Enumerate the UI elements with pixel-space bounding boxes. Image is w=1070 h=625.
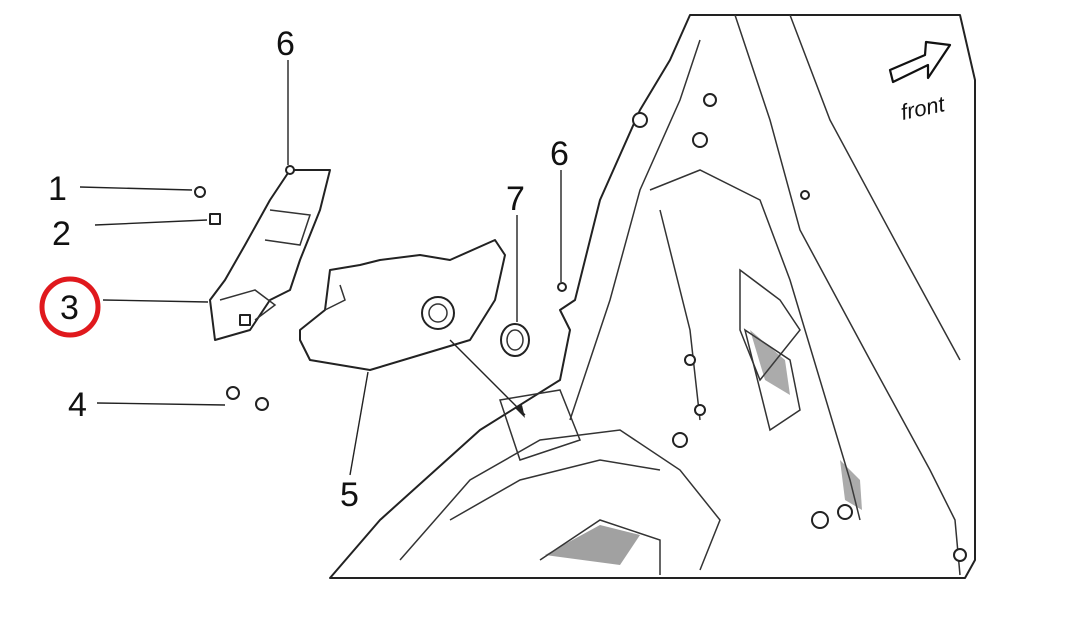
callout-3: 3	[60, 289, 79, 327]
part-5-panel	[299, 239, 506, 371]
part-3-bracket	[209, 169, 331, 341]
part-7-grommet	[500, 323, 530, 357]
vehicle-frame	[329, 14, 976, 579]
callout-6b: 6	[550, 135, 569, 173]
callout-6a: 6	[276, 25, 295, 63]
leader-lines	[79, 60, 562, 476]
callout-2: 2	[52, 215, 71, 253]
callout-4: 4	[68, 386, 87, 424]
fasteners	[194, 165, 567, 411]
front-arrow-icon	[888, 40, 952, 84]
highlight-circle	[39, 276, 101, 338]
callout-1: 1	[48, 170, 67, 208]
callout-5: 5	[340, 476, 359, 514]
callout-7: 7	[506, 180, 525, 218]
